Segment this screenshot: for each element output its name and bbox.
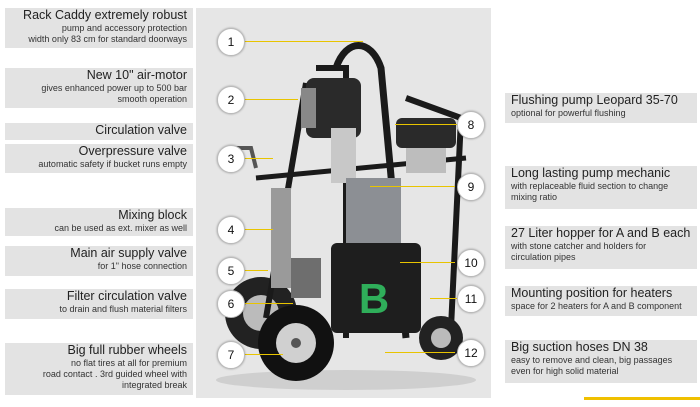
callout-box-3: Overpressure valve automatic safety if b… <box>5 144 193 173</box>
callout-box-5: Main air supply valve for 1" hose connec… <box>5 246 193 276</box>
callout-subtext: mixing ratio <box>511 192 558 202</box>
leader-line <box>243 354 283 355</box>
accent-bar <box>584 397 700 400</box>
callout-title: Long lasting pump mechanic <box>511 166 671 180</box>
callout-subtext: automatic safety if bucket runs empty <box>38 159 187 169</box>
leader-line <box>243 158 273 159</box>
callout-box-10: 27 Liter hopper for A and B each with st… <box>505 226 697 269</box>
callout-box-2: New 10" air-motor gives enhanced power u… <box>5 68 193 108</box>
callout-subtext: to drain and flush material filters <box>59 304 187 314</box>
callout-title: Big full rubber wheels <box>67 343 187 357</box>
callout-subtext: smooth operation <box>117 94 187 104</box>
leader-line <box>395 124 475 125</box>
callout-subtext: space for 2 heaters for A and B componen… <box>511 301 682 311</box>
product-photo: B <box>196 8 491 398</box>
callout-subtext: even for high solid material <box>511 366 619 376</box>
leader-line <box>370 186 455 187</box>
callout-title: Main air supply valve <box>70 246 187 260</box>
callout-number-3: 3 <box>217 145 245 173</box>
callout-title: Overpressure valve <box>78 144 187 158</box>
callout-number-9: 9 <box>457 173 485 201</box>
callout-number-4: 4 <box>217 216 245 244</box>
callout-subtext: easy to remove and clean, big passages <box>511 355 673 365</box>
callout-box-4: Mixing block can be used as ext. mixer a… <box>5 208 193 236</box>
callout-number-2: 2 <box>217 86 245 114</box>
callout-number-6: 6 <box>217 290 245 318</box>
callout-title: Mixing block <box>118 208 187 222</box>
leader-line <box>243 41 363 42</box>
callout-title: 27 Liter hopper for A and B each <box>511 226 691 240</box>
callout-subtext: width only 83 cm for standard doorways <box>28 34 187 44</box>
callout-number-1: 1 <box>217 28 245 56</box>
callout-title: Big suction hoses DN 38 <box>511 340 648 354</box>
hopper-letter: B <box>359 275 389 322</box>
callout-box-12: Big suction hoses DN 38 easy to remove a… <box>505 340 697 383</box>
callout-number-12: 12 <box>457 339 485 367</box>
callout-subtext: for 1" hose connection <box>97 261 187 271</box>
callout-box-6: Filter circulation valve to drain and fl… <box>5 289 193 319</box>
callout-subtext: with replaceable fluid section to change <box>511 181 669 191</box>
callout-box-9: Long lasting pump mechanic with replacea… <box>505 166 697 209</box>
callout-title: Rack Caddy extremely robust <box>23 8 187 22</box>
leader-line <box>400 262 455 263</box>
rack-caddy-illustration: B <box>216 42 476 390</box>
leader-line <box>243 270 268 271</box>
callout-subtext: road contact . 3rd guided wheel with <box>42 369 187 379</box>
leader-line <box>430 298 470 299</box>
callout-title: Filter circulation valve <box>66 289 187 303</box>
callout-subtext: no flat tires at all for premium <box>70 358 187 368</box>
leader-line <box>243 303 293 304</box>
callout-number-11: 11 <box>457 285 485 313</box>
callout-title: New 10" air-motor <box>86 68 187 82</box>
callout-subtext: can be used as ext. mixer as well <box>54 223 187 233</box>
callout-subtext: integrated break <box>121 380 187 390</box>
callout-subtext: with stone catcher and holders for <box>511 241 647 251</box>
leader-line <box>243 229 273 230</box>
callout-box-11: Mounting position for heaters space for … <box>505 286 697 316</box>
callout-subtext: pump and accessory protection <box>61 23 187 33</box>
callout-title: Flushing pump Leopard 35-70 <box>511 93 678 107</box>
leader-line <box>243 99 298 100</box>
callout-number-8: 8 <box>457 111 485 139</box>
callout-number-7: 7 <box>217 341 245 369</box>
callout-number-10: 10 <box>457 249 485 277</box>
callout-subtext: circulation pipes <box>511 252 576 262</box>
callout-box-8: Flushing pump Leopard 35-70 optional for… <box>505 93 697 123</box>
callout-subtext: gives enhanced power up to 500 bar <box>41 83 187 93</box>
callout-box-7: Big full rubber wheels no flat tires at … <box>5 343 193 395</box>
callout-title: Mounting position for heaters <box>511 286 673 300</box>
callout-subtext: optional for powerful flushing <box>511 108 626 118</box>
callout-box-circulation-valve: Circulation valve <box>5 123 193 140</box>
callout-box-1: Rack Caddy extremely robust pump and acc… <box>5 8 193 48</box>
leader-line <box>385 352 455 353</box>
callout-title: Circulation valve <box>95 123 187 137</box>
callout-number-5: 5 <box>217 257 245 285</box>
